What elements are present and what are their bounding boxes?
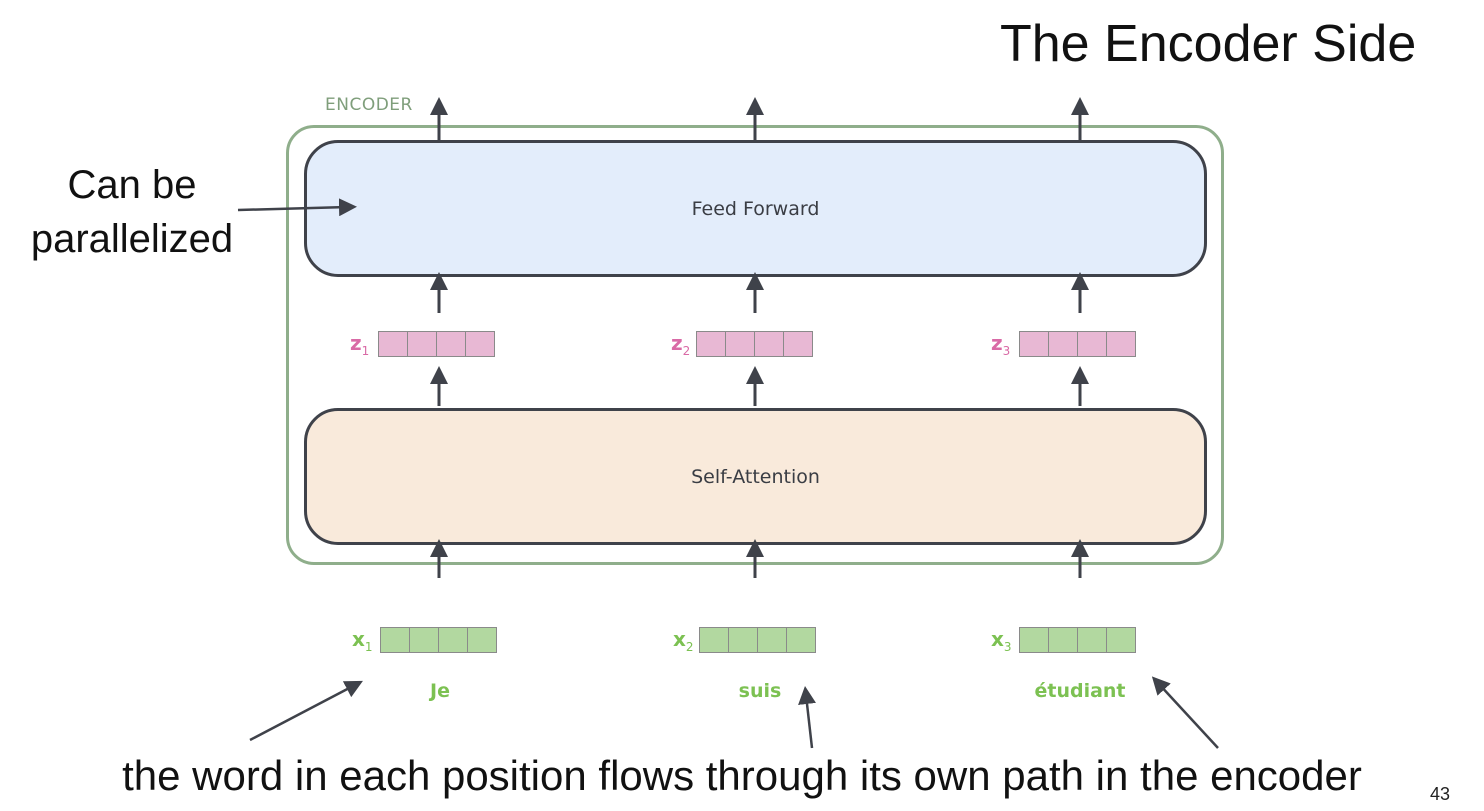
input-word: suis xyxy=(738,680,782,702)
z-vector-label: z3 xyxy=(991,331,1011,358)
self-attention-label: Self-Attention xyxy=(691,465,820,488)
z-vector-label: z1 xyxy=(350,331,370,358)
z-vector xyxy=(378,331,495,357)
path-note: the word in each position flows through … xyxy=(122,752,1362,799)
word-pointer-arrow xyxy=(249,680,363,742)
feed-forward-label: Feed Forward xyxy=(691,197,820,220)
x-vector-label: x3 xyxy=(991,627,1012,654)
x-vector-label: x2 xyxy=(673,627,694,654)
z-vector xyxy=(1019,331,1136,357)
x-vector xyxy=(699,627,816,653)
x-vector xyxy=(380,627,497,653)
feed-forward-layer: Feed Forward xyxy=(304,140,1207,277)
z-vector xyxy=(696,331,813,357)
page-number: 43 xyxy=(1430,784,1451,804)
z-vector-label: z2 xyxy=(671,331,691,358)
word-pointer-arrow xyxy=(798,686,816,749)
x-vector xyxy=(1019,627,1136,653)
parallel-pointer-arrow xyxy=(237,198,357,217)
input-word: étudiant xyxy=(1034,680,1126,702)
word-pointer-arrow xyxy=(1151,676,1219,749)
encoder-label: ENCODER xyxy=(325,95,413,115)
input-word: Je xyxy=(430,680,450,702)
x-vector-label: x1 xyxy=(352,627,373,654)
slide-title: The Encoder Side xyxy=(1000,15,1417,73)
parallel-note: Can be parallelized xyxy=(30,163,234,261)
